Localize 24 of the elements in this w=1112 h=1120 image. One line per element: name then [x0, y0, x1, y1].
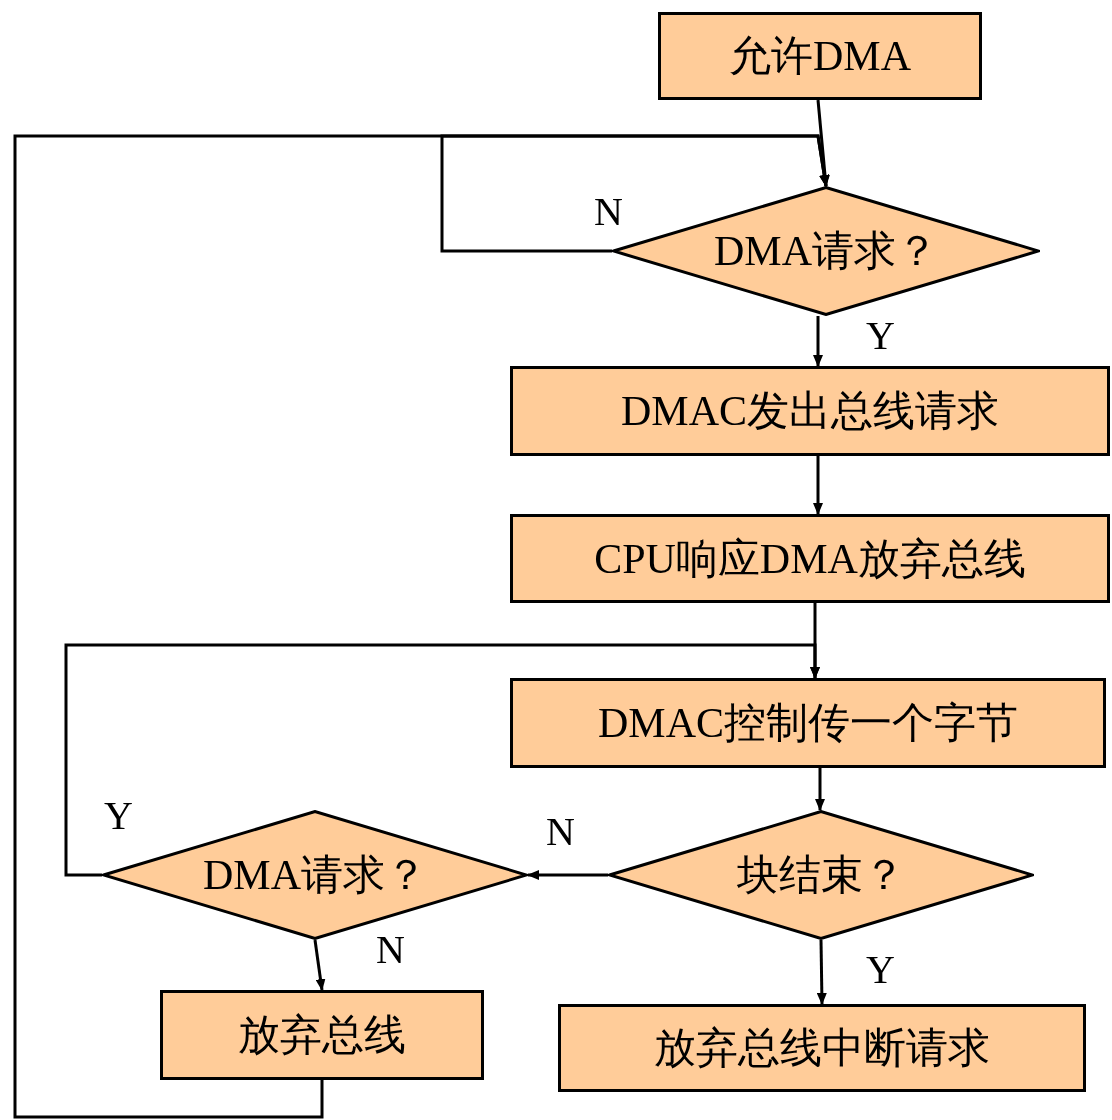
- node-label: 放弃总线: [238, 1014, 406, 1056]
- node-label: CPU响应DMA放弃总线: [594, 537, 1026, 580]
- arrow: [815, 768, 825, 811]
- node-label: DMAC发出总线请求: [621, 390, 999, 432]
- decision-diamond: [608, 810, 1034, 940]
- node-label: 允许DMA: [729, 35, 911, 77]
- arrow: [64, 643, 820, 877]
- process-box: [510, 514, 1110, 603]
- process-box: [160, 990, 484, 1080]
- node-label: 块结束？: [737, 854, 905, 896]
- arrow: [527, 870, 608, 880]
- process-box: [558, 1004, 1086, 1092]
- process-box: [658, 12, 982, 100]
- arrow: [813, 456, 823, 515]
- arrow: [13, 134, 830, 1119]
- node-label: 放弃总线中断请求: [654, 1027, 990, 1069]
- node-label: DMA请求？: [203, 854, 427, 896]
- arrow: [313, 939, 326, 991]
- node-label: DMA请求？: [714, 230, 938, 272]
- node-label: DMAC控制传一个字节: [598, 702, 1018, 744]
- process-box: [510, 366, 1110, 456]
- arrow: [813, 316, 823, 367]
- arrow: [816, 939, 827, 1005]
- process-box: [510, 678, 1106, 768]
